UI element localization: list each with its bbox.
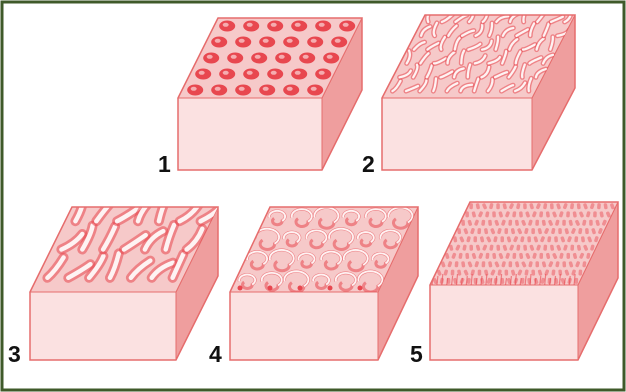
block-5-front-face bbox=[430, 285, 578, 360]
texture-mark bbox=[539, 253, 543, 259]
dot-highlight bbox=[199, 71, 205, 75]
texture-mark bbox=[566, 211, 570, 217]
dot-highlight bbox=[215, 87, 221, 91]
dot-highlight bbox=[319, 71, 325, 75]
texture-mark bbox=[567, 253, 571, 259]
texture-mark bbox=[473, 236, 477, 242]
texture-mark bbox=[469, 203, 473, 209]
texture-mark bbox=[465, 253, 469, 259]
block-4-front-face bbox=[230, 292, 378, 360]
texture-mark bbox=[496, 245, 500, 251]
dot-highlight bbox=[263, 87, 269, 91]
texture-mark bbox=[504, 270, 508, 276]
texture-mark bbox=[558, 228, 562, 234]
dot-highlight bbox=[343, 23, 349, 27]
texture-mark bbox=[523, 203, 527, 209]
texture-mark bbox=[570, 245, 574, 251]
texture-mark bbox=[531, 270, 535, 276]
texture-mark bbox=[578, 269, 582, 275]
texture-mark bbox=[509, 261, 513, 267]
edge-dot bbox=[328, 286, 333, 291]
dot-highlight bbox=[303, 55, 309, 59]
dot-highlight bbox=[215, 39, 221, 43]
dot-highlight bbox=[247, 23, 253, 27]
edge-dot bbox=[268, 286, 273, 291]
edge-dot bbox=[358, 286, 363, 291]
dot-highlight bbox=[255, 55, 261, 59]
dot-highlight bbox=[239, 87, 245, 91]
dot-highlight bbox=[271, 71, 277, 75]
block-1-front-face bbox=[178, 98, 322, 170]
texture-mark bbox=[508, 220, 512, 226]
block-5-label: 5 bbox=[410, 341, 423, 367]
texture-mark bbox=[500, 236, 504, 242]
texture-mark bbox=[597, 203, 601, 209]
dot-highlight bbox=[223, 71, 229, 75]
texture-mark bbox=[512, 253, 516, 259]
texture-mark bbox=[531, 228, 535, 234]
dot-highlight bbox=[287, 87, 293, 91]
dot-highlight bbox=[223, 23, 229, 27]
texture-mark bbox=[562, 220, 566, 226]
texture-mark bbox=[562, 261, 566, 267]
dot-highlight bbox=[311, 39, 317, 43]
texture-mark bbox=[519, 211, 523, 217]
texture-mark bbox=[477, 228, 481, 234]
texture-mark bbox=[482, 261, 486, 267]
dot-highlight bbox=[279, 55, 285, 59]
dot-highlight bbox=[239, 39, 245, 43]
texture-mark bbox=[451, 270, 455, 276]
dot-highlight bbox=[271, 23, 277, 27]
edge-dot bbox=[238, 286, 243, 291]
texture-mark bbox=[554, 236, 558, 242]
dot-highlight bbox=[295, 71, 301, 75]
dot-highlight bbox=[263, 39, 269, 43]
block-2-front-face bbox=[382, 98, 532, 170]
block-3-front-face bbox=[30, 292, 176, 360]
texture-mark bbox=[455, 261, 459, 267]
texture-mark bbox=[478, 270, 482, 276]
dot-highlight bbox=[319, 23, 325, 27]
dot-highlight bbox=[287, 39, 293, 43]
texture-mark bbox=[593, 211, 597, 217]
block-3-label: 3 bbox=[8, 341, 21, 367]
texture-mark bbox=[504, 228, 508, 234]
texture-mark bbox=[585, 228, 589, 234]
dot-highlight bbox=[295, 23, 301, 27]
texture-mark bbox=[465, 211, 469, 217]
texture-mark bbox=[543, 245, 547, 251]
dot-highlight bbox=[247, 71, 253, 75]
dot-highlight bbox=[191, 87, 197, 91]
dot-highlight bbox=[311, 87, 317, 91]
block-4-label: 4 bbox=[209, 341, 222, 367]
texture-mark bbox=[492, 211, 496, 217]
dot-highlight bbox=[207, 55, 213, 59]
texture-mark bbox=[589, 220, 593, 226]
dot-highlight bbox=[231, 55, 237, 59]
block-2-label: 2 bbox=[362, 151, 375, 177]
edge-dot bbox=[298, 286, 303, 291]
texture-mark bbox=[527, 236, 531, 242]
texture-mark bbox=[535, 261, 539, 267]
block-1-label: 1 bbox=[158, 151, 171, 177]
dot-highlight bbox=[335, 39, 341, 43]
texture-mark bbox=[496, 203, 500, 209]
texture-mark bbox=[535, 220, 539, 226]
dot-highlight bbox=[327, 55, 333, 59]
texture-mark bbox=[550, 203, 554, 209]
texture-mark bbox=[469, 245, 473, 251]
